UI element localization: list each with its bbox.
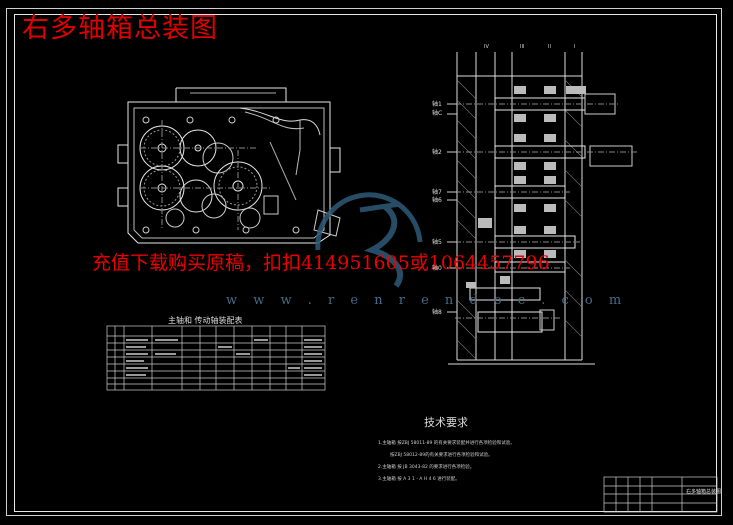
column-label: III — [520, 44, 525, 50]
assembly-table — [106, 325, 326, 391]
column-label: II — [548, 44, 551, 50]
assembly-table-title: 主轴和 传动轴装配表 — [168, 316, 243, 325]
tech-requirement-line: 3.主轴箱 按 A 3 1 - A H 4 6 进行装配。 — [378, 477, 460, 482]
tech-requirement-line: 2.主轴箱 按 JB 3043-82 的要求进行各项检验。 — [378, 465, 475, 470]
section-view — [447, 52, 638, 365]
tech-requirement-line: 按ZBJ 58012-89的有关要求进行各项检验和试验。 — [390, 453, 493, 458]
tech-requirement-line: 1.主轴箱 按ZBJ 58011-89 的有关要求装配并进行各项检验和试验。 — [378, 441, 515, 446]
title-block-name: 右多轴箱总装图 — [686, 489, 722, 495]
axis-label: 轴8 — [432, 309, 442, 316]
drawing-title: 右多轴箱总装图 — [22, 13, 218, 44]
axis-label: 轴0 — [432, 265, 442, 272]
title-block — [603, 476, 718, 513]
inner-frame — [14, 14, 717, 512]
front-view — [117, 87, 341, 244]
column-label: I — [574, 44, 576, 50]
axis-label: 轴1 — [432, 101, 442, 108]
watermark-logo — [315, 192, 423, 288]
promo-banner: 充值下载购买原稿，扣扣414951605或1064457796 — [92, 252, 550, 274]
watermark-url: w w w . r e n r e n d o c . c o m — [226, 293, 628, 308]
axis-label: 轴7 — [432, 189, 442, 196]
column-label: IV — [484, 44, 489, 50]
axis-label: 轴C — [432, 110, 443, 117]
axis-label: 轴5 — [432, 239, 442, 246]
axis-label: 轴2 — [432, 149, 442, 156]
tech-requirements-title: 技术要求 — [424, 416, 468, 429]
axis-label: 轴6 — [432, 197, 442, 204]
outer-frame — [6, 8, 722, 516]
